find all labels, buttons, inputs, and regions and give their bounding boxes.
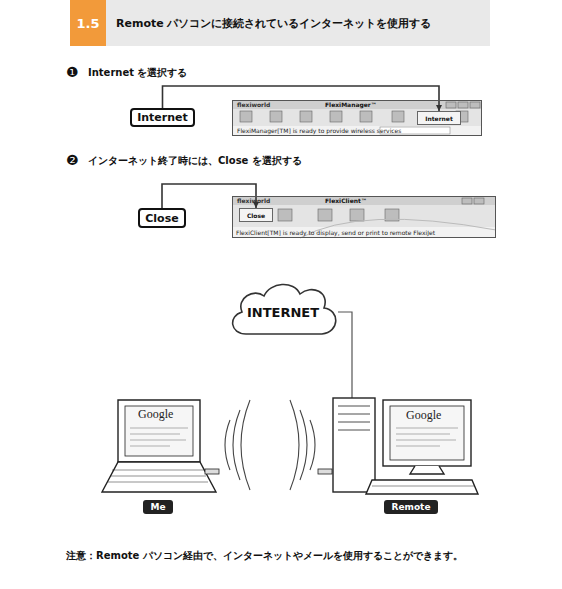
screen-logo: Google: [406, 408, 441, 423]
toolbar-screenshot: flexiworld FlexiManager™ FlexiManager[TM] …: [232, 100, 482, 136]
toolbar-text: FlexiManager™: [325, 101, 377, 109]
toolbar-button: Close: [239, 208, 273, 222]
note: 注意：Remote パソコン経由で、インターネットやメールを使用することができま…: [66, 549, 463, 563]
toolbar-text: FlexiClient[TM] is ready to display, sen…: [236, 229, 435, 237]
toolbar-text: flexiworld: [237, 101, 270, 109]
header-tab: [70, 0, 106, 46]
toolbar-text: FlexiClient™: [325, 197, 367, 205]
toolbar-button: Internet: [417, 111, 461, 125]
laptop: [102, 400, 219, 492]
node-text: Close: [247, 212, 265, 219]
callout-box: Close: [138, 208, 186, 228]
leader-connector: [163, 86, 443, 111]
internet-cloud: INTERNET: [224, 276, 342, 348]
step-text: Internet を選択する: [88, 66, 188, 80]
toolbar-1: [232, 100, 482, 136]
device-label: Me: [143, 500, 173, 514]
node-text: INTERNET: [247, 305, 319, 320]
node-text: Close: [145, 212, 178, 225]
toolbar-screenshot: flexiworld FlexiClient™ FlexiClient[TM] is…: [232, 196, 496, 238]
node-text: Internet: [425, 115, 453, 122]
monitor: [366, 400, 478, 494]
node-text: Internet: [137, 111, 188, 124]
callout-box: Internet: [130, 108, 195, 127]
desktop-tower: [318, 398, 375, 492]
node-text: 1.5: [76, 16, 99, 31]
header-title: Remote パソコンに接続されているインターネットを使用する: [116, 16, 432, 31]
toolbar-text: FlexiManager[TM] is ready to provide wir…: [237, 127, 401, 135]
section-number: 1.5: [70, 0, 106, 46]
network-wire: [338, 312, 352, 398]
wireless-waves: [225, 400, 315, 490]
node-text: Remote: [391, 502, 430, 512]
step-number: ❷: [66, 152, 79, 168]
step-number: ❶: [66, 64, 79, 80]
screen-logo: Google: [138, 407, 173, 422]
toolbar-2: [232, 196, 496, 238]
step-text: インターネット終了時には、Close を選択する: [88, 154, 302, 168]
toolbar-text: flexiworld: [237, 197, 270, 205]
header-band: [70, 0, 490, 46]
device-label: Remote: [384, 500, 438, 514]
node-text: Me: [150, 502, 165, 512]
